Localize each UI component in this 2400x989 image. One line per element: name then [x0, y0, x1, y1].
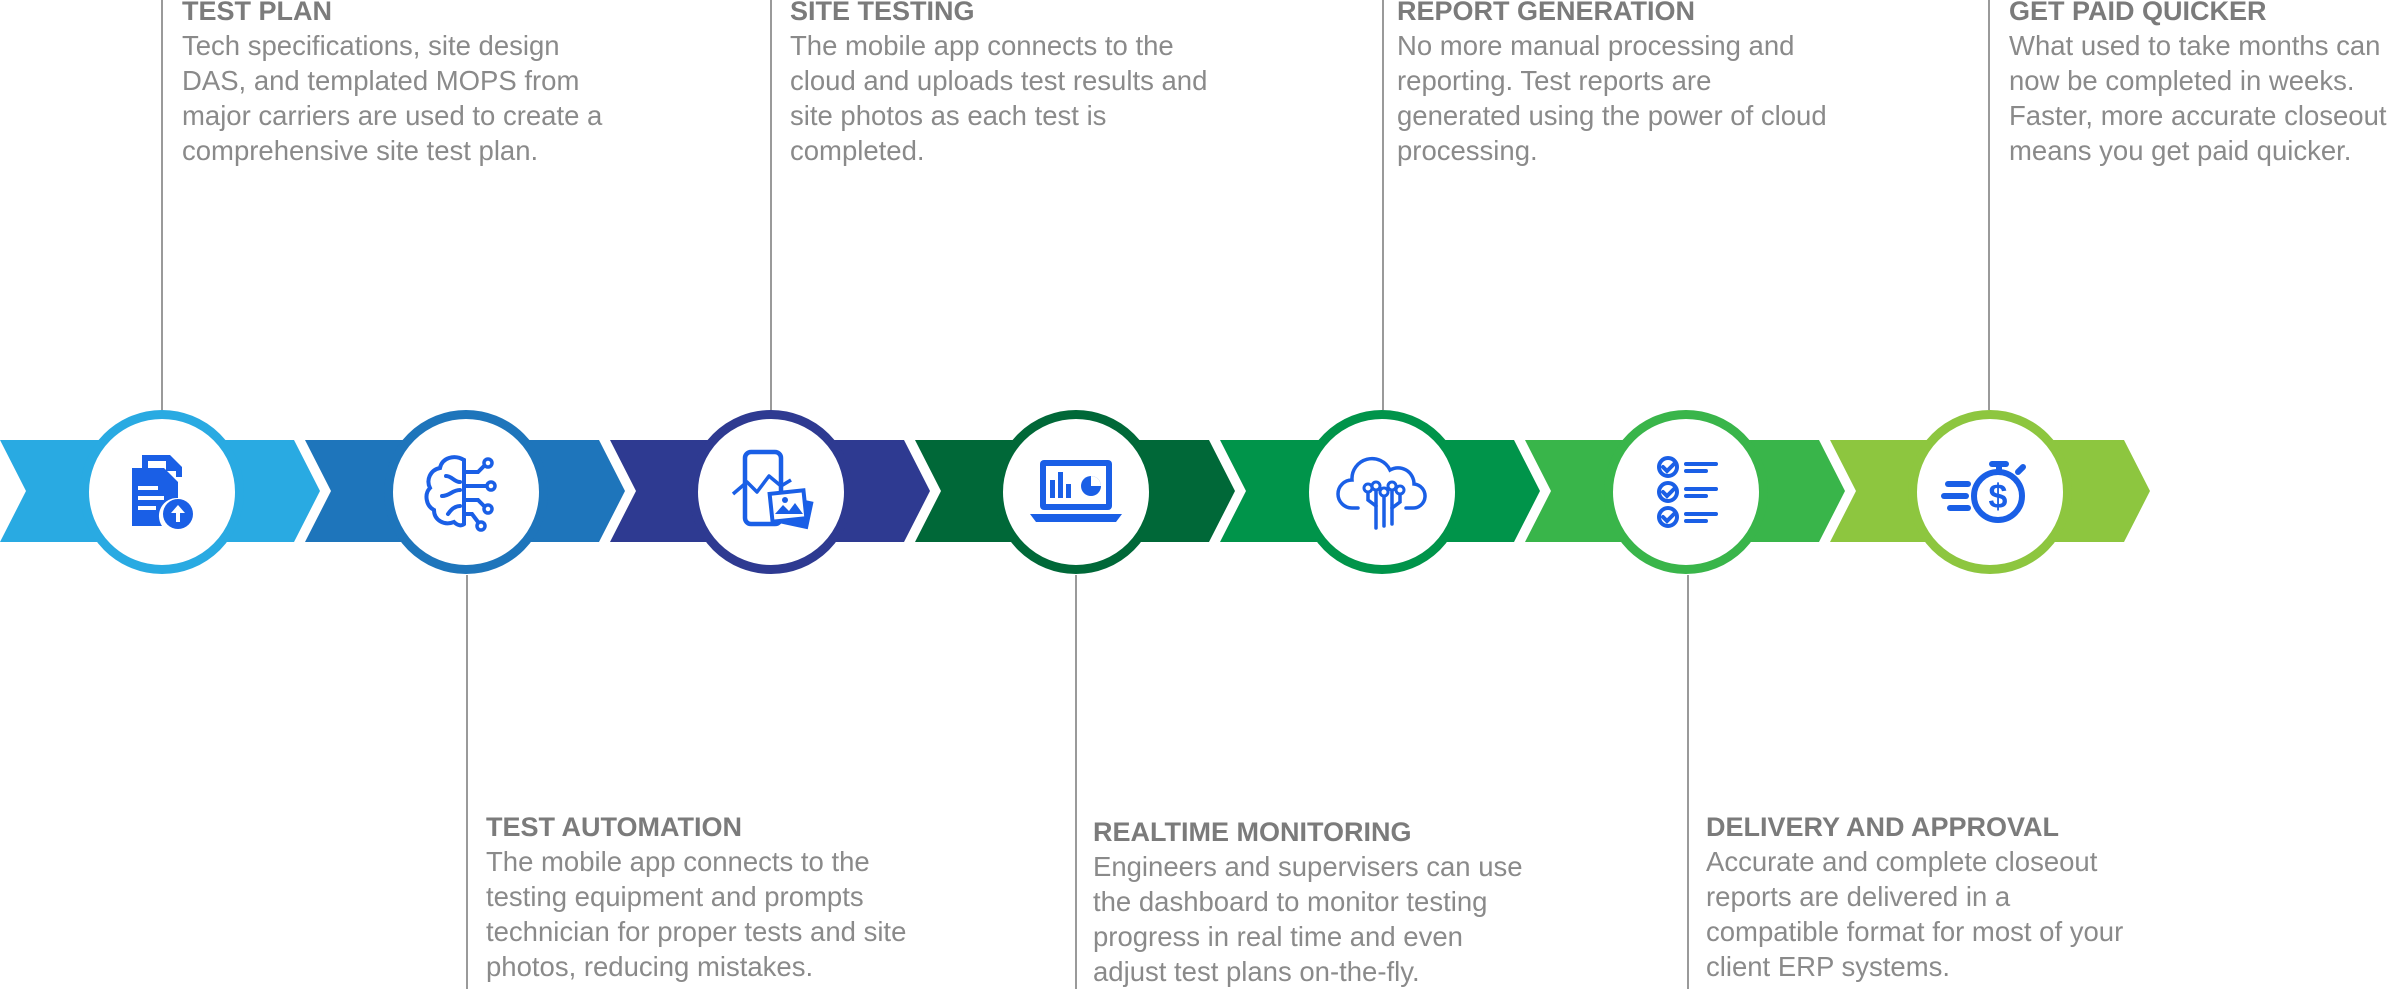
connector-test-automation [466, 575, 468, 989]
step-title: GET PAID QUICKER [2009, 0, 2267, 26]
checklist-icon [1657, 456, 1718, 528]
step-title: TEST AUTOMATION [486, 812, 742, 842]
phone-photos-icon [731, 449, 814, 530]
step-title: REPORT GENERATION [1397, 0, 1696, 26]
step-text-site-testing: SITE TESTING The mobile app connects to … [790, 0, 1230, 168]
step-circle-report-generation [1300, 410, 1464, 574]
step-text-test-plan: TEST PLAN Tech specifications, site desi… [182, 0, 622, 168]
step-description: What used to take months can now be comp… [2009, 30, 2387, 166]
step-circle-realtime-monitoring [994, 410, 1158, 574]
step-circle-test-automation [384, 410, 548, 574]
step-description: No more manual processing and reporting.… [1397, 30, 1827, 166]
step-text-get-paid: GET PAID QUICKER What used to take month… [2009, 0, 2400, 168]
step-title: SITE TESTING [790, 0, 975, 26]
step-description: Engineers and supervisers can use the da… [1093, 851, 1523, 987]
cloud-circuit-icon [1336, 456, 1427, 530]
step-title: REALTIME MONITORING [1093, 817, 1412, 847]
connector-delivery-approval [1687, 575, 1689, 989]
step-circle-delivery-approval [1604, 410, 1768, 574]
stopwatch-dollar-icon: $ [1941, 461, 2026, 523]
step-description: Accurate and complete closeout reports a… [1706, 846, 2124, 982]
connector-get-paid [1988, 0, 1990, 410]
step-title: TEST PLAN [182, 0, 333, 26]
step-text-test-automation: TEST AUTOMATION The mobile app connects … [486, 810, 926, 984]
step-circle-get-paid: $ [1908, 410, 2072, 574]
svg-text:$: $ [1989, 478, 2008, 516]
connector-realtime-monitoring [1075, 575, 1077, 989]
step-text-report-generation: REPORT GENERATION No more manual process… [1397, 0, 1837, 168]
step-title: DELIVERY AND APPROVAL [1706, 812, 2060, 842]
connector-report-generation [1382, 0, 1384, 410]
step-description: Tech specifications, site design DAS, an… [182, 30, 603, 166]
connector-site-testing [770, 0, 772, 410]
step-circle-site-testing [689, 410, 853, 574]
brain-circuit-icon [424, 455, 497, 532]
step-circle-test-plan [80, 410, 244, 574]
step-description: The mobile app connects to the cloud and… [790, 30, 1208, 166]
document-upload-icon [132, 455, 193, 529]
step-description: The mobile app connects to the testing e… [486, 846, 907, 982]
step-text-realtime-monitoring: REALTIME MONITORING Engineers and superv… [1093, 815, 1533, 989]
connector-test-plan [161, 0, 163, 410]
step-text-delivery-approval: DELIVERY AND APPROVAL Accurate and compl… [1706, 810, 2146, 984]
laptop-dashboard-icon [1030, 460, 1122, 522]
